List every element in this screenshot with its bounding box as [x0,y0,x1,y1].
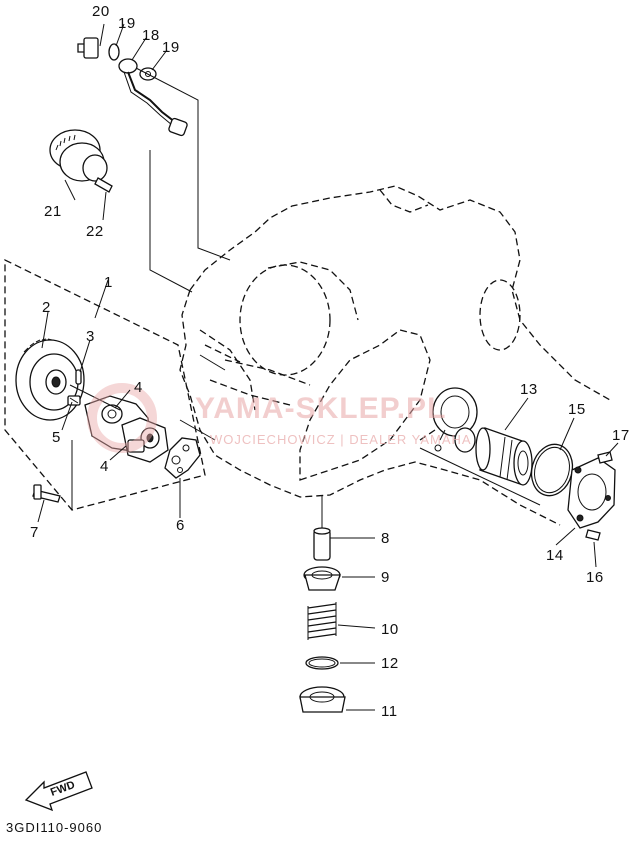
callout-9: 9 [381,569,390,586]
oil-pipe-group [77,37,231,293]
watermark-brand: YAMA-SKLEP.PL [195,392,446,425]
callout-6: 6 [176,517,185,534]
watermark: YAMA-SKLEP.PL WOJCIECHOWICZ | DEALER YAM… [87,383,472,453]
callouts: 20 19 18 19 21 22 1 2 3 4 4 5 6 7 8 9 10… [30,3,630,720]
callout-8: 8 [381,530,390,547]
callout-19-top: 19 [118,15,136,32]
callout-15: 15 [568,401,586,418]
crankcase-cover [179,185,611,526]
callout-1: 1 [104,274,113,291]
callout-17: 17 [612,427,630,444]
strainer-stack [299,495,346,713]
gear-21 [49,129,113,221]
oil-filter-group [419,387,616,541]
callout-7: 7 [30,524,39,541]
callout-20: 20 [92,3,110,20]
diagram-code: 3GDI110-9060 [6,820,102,835]
callout-13: 13 [520,381,538,398]
callout-12: 12 [381,655,399,672]
callout-leaders [37,23,619,711]
callout-11: 11 [381,703,398,720]
callout-19-right: 19 [162,39,180,56]
callout-14: 14 [546,547,564,564]
callout-4-lower: 4 [100,458,109,475]
watermark-subtitle: WOJCIECHOWICZ | DEALER YAMAHA [210,432,472,447]
callout-21: 21 [44,203,62,220]
callout-4-upper: 4 [134,379,143,396]
callout-18: 18 [142,27,160,44]
fwd-arrow: FWD [24,771,93,812]
callout-10: 10 [381,621,399,638]
oil-pump-assembly [4,258,226,511]
callout-3: 3 [86,328,95,345]
callout-16: 16 [586,569,604,586]
callout-22: 22 [86,223,104,240]
callout-5: 5 [52,429,61,446]
callout-2: 2 [42,299,51,316]
